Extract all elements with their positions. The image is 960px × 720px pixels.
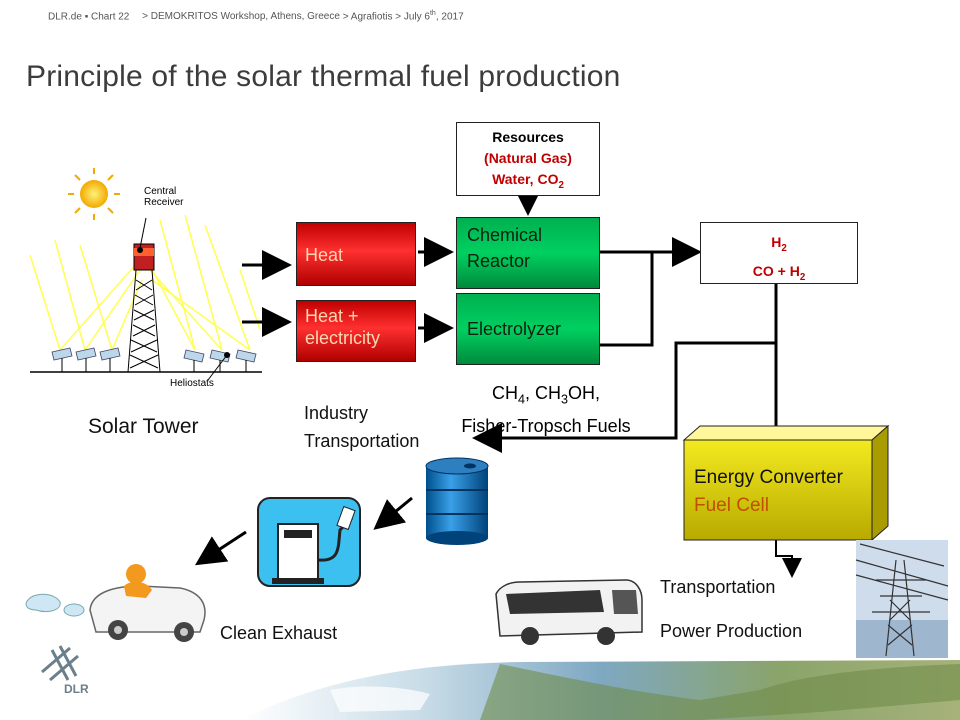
bus-icon — [495, 579, 643, 645]
header-event: > DEMOKRITOS Workshop, Athens, Greece — [142, 11, 340, 23]
dlr-logo-text: DLR — [64, 682, 89, 696]
energy-converter-text: Energy Converter Fuel Cell — [694, 464, 843, 520]
clean-exhaust-label: Clean Exhaust — [220, 623, 338, 643]
transportation-label-top: Transportation — [304, 431, 420, 451]
central-receiver-label: Central Receiver — [144, 186, 184, 208]
slide-header: DLR.de ▪ Chart 22 > DEMOKRITOS Workshop,… — [48, 10, 464, 23]
heliostats-label: Heliostats — [170, 378, 214, 389]
dlr-logo — [41, 645, 79, 682]
power-pylon-image — [855, 540, 949, 658]
chemical-reactor-box: Chemical Reactor — [456, 217, 600, 289]
sun-icon — [80, 180, 108, 208]
resources-title: Resources — [492, 129, 564, 145]
fuels-line2: Fisher-Tropsch Fuels — [461, 415, 631, 436]
resources-natural-gas: (Natural Gas) — [484, 150, 572, 166]
power-production-label: Power Production — [660, 621, 803, 641]
solar-tower-illustration — [29, 168, 262, 381]
fuel-pump-icon — [257, 497, 361, 587]
barrel-icon — [425, 457, 489, 545]
header-year: , 2017 — [435, 11, 464, 23]
solar-tower-caption: Solar Tower — [88, 415, 199, 438]
fuels-line1: CH4, CH3OH, — [491, 383, 601, 407]
heat-box: Heat — [296, 222, 416, 286]
fuels-label: CH4, CH3OH, Fisher-Tropsch Fuels — [446, 380, 646, 439]
electrolyzer-box: Electrolyzer — [456, 293, 600, 365]
transportation-label-bottom: Transportation — [660, 577, 776, 597]
resources-water-co2: Water, CO2 — [492, 171, 564, 191]
page-title: Principle of the solar thermal fuel prod… — [26, 60, 621, 93]
car-icon — [25, 564, 206, 642]
resources-box: Resources (Natural Gas) Water, CO2 — [456, 122, 600, 196]
energy-converter-label: Energy Converter — [694, 467, 843, 488]
syngas-label: CO + H2 — [752, 262, 806, 283]
h2-label: H2 — [771, 234, 787, 254]
hydrogen-products-box: H2 CO + H2 — [700, 222, 858, 284]
earth-banner — [240, 660, 960, 720]
flow-arrows — [194, 196, 802, 578]
energy-converter-box — [682, 424, 890, 542]
header-author: > Agrafiotis > July 6 — [342, 11, 430, 23]
header-date-sup: th — [429, 10, 436, 17]
fuel-cell-label: Fuel Cell — [694, 495, 769, 516]
heat-electricity-box: Heat + electricity — [296, 300, 416, 362]
header-chart: Chart 22 — [91, 11, 130, 23]
industry-label: Industry — [304, 403, 369, 423]
header-site: DLR.de — [48, 11, 82, 23]
